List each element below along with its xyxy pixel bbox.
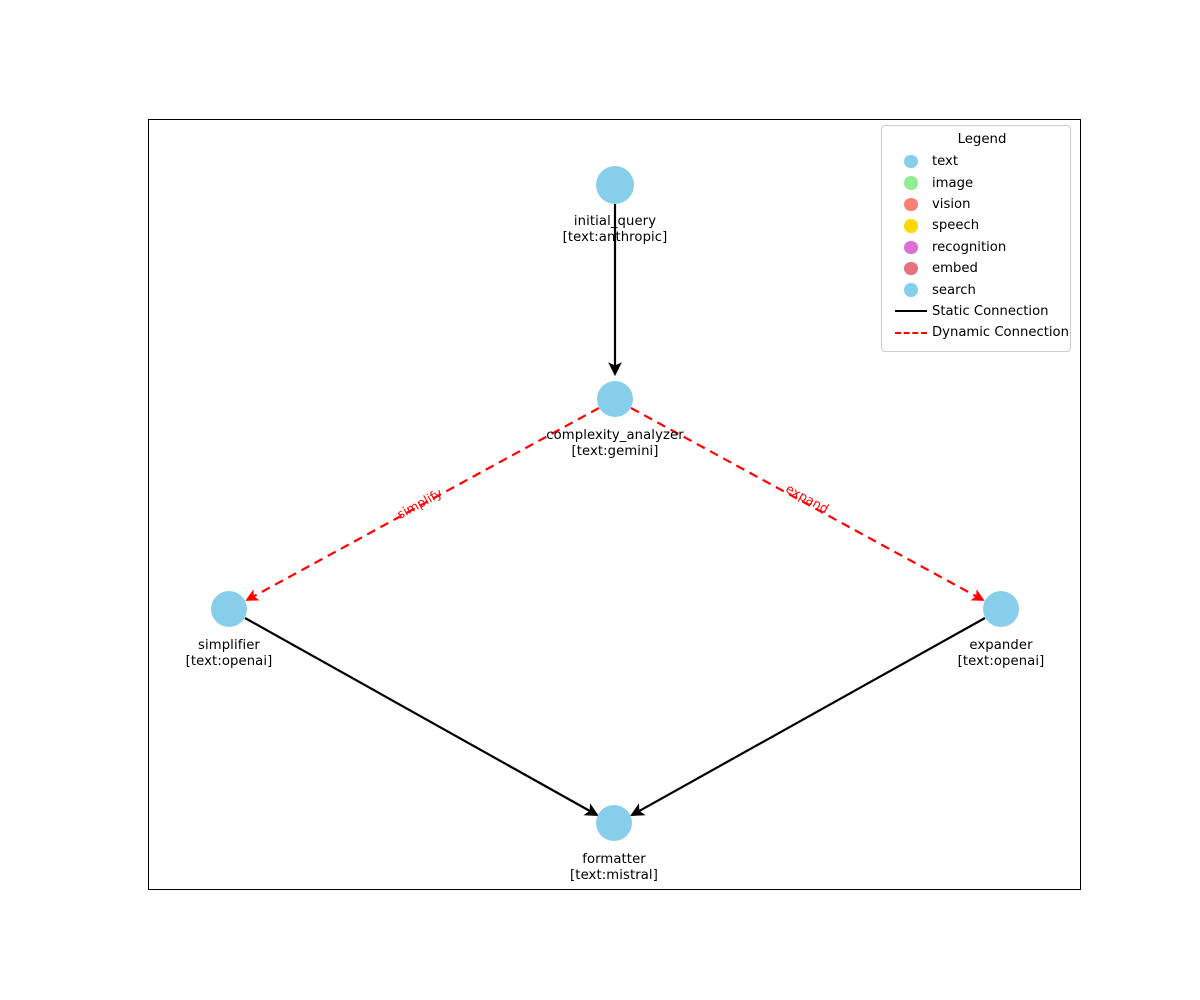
legend-marker-search-icon [890, 283, 932, 297]
legend-item-text[interactable]: text [890, 151, 1062, 172]
node-name-simplifier: simplifier [198, 638, 260, 653]
legend-item-dynamic-connection[interactable]: Dynamic Connection [890, 322, 1069, 343]
legend-marker-recognition-icon [890, 240, 932, 254]
legend-item-speech[interactable]: speech [890, 215, 1062, 236]
legend-marker-embed-icon [890, 261, 932, 276]
legend-label-speech: speech [932, 218, 980, 234]
legend-dashed-line-icon [890, 331, 932, 334]
legend-title: Legend [957, 132, 1007, 147]
node-name-initial-query: initial_query [573, 214, 657, 229]
node-name-expander: expander [969, 638, 1033, 653]
legend-item-static-connection[interactable]: Static Connection [890, 301, 1062, 322]
node-name-formatter: formatter [582, 852, 646, 867]
node-label-formatter: formatter[text:mistral] [570, 852, 658, 884]
node-model-formatter: [text:mistral] [570, 868, 658, 884]
node-label-expander: expander[text:openai] [958, 638, 1045, 670]
legend-label-image: image [932, 175, 974, 191]
node-initial-query[interactable] [596, 166, 634, 204]
node-model-expander: [text:openai] [957, 654, 1045, 670]
node-name-complexity-analyzer: complexity_analyzer [546, 428, 684, 443]
node-label-initial-query: initial_query[text:anthropic] [563, 214, 668, 246]
node-model-initial-query: [text:anthropic] [562, 230, 668, 246]
legend-item-image[interactable]: image [890, 172, 1062, 193]
legend-item-vision[interactable]: vision [890, 194, 1062, 215]
legend-marker-speech-icon [890, 219, 932, 233]
node-label-simplifier: simplifier[text:openai] [186, 638, 273, 670]
legend-item-embed[interactable]: embed [890, 258, 1062, 279]
legend-solid-line-icon [890, 310, 932, 313]
legend-label-vision: vision [932, 196, 971, 212]
node-expander[interactable] [983, 591, 1019, 627]
legend: Legend text image vision speech recognit… [881, 125, 1071, 352]
legend-label-search: search [932, 282, 976, 298]
legend-marker-image-icon [890, 176, 932, 190]
legend-label-text: text [932, 154, 959, 170]
node-simplifier[interactable] [211, 591, 247, 627]
legend-marker-text-icon [890, 154, 932, 169]
legend-label-recognition: recognition [932, 239, 1007, 255]
legend-label-embed: embed [932, 261, 978, 277]
node-model-complexity-analyzer: [text:gemini] [571, 444, 659, 460]
legend-label-static-connection: Static Connection [932, 303, 1049, 319]
legend-marker-vision-icon [890, 197, 932, 212]
node-formatter[interactable] [596, 805, 632, 841]
legend-item-search[interactable]: search [890, 279, 1062, 300]
legend-item-recognition[interactable]: recognition [890, 237, 1062, 258]
node-label-complexity-analyzer: complexity_analyzer[text:gemini] [546, 428, 683, 460]
legend-label-dynamic-connection: Dynamic Connection [932, 325, 1069, 341]
node-model-simplifier: [text:openai] [185, 654, 273, 670]
node-complexity-analyzer[interactable] [597, 381, 633, 417]
